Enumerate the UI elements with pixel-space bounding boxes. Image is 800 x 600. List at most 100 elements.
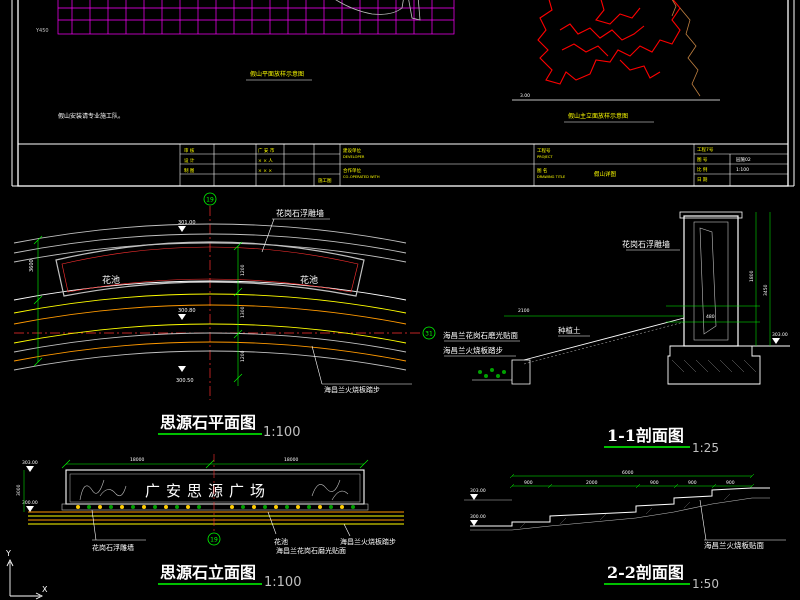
top-sheet: Y450 假山平面放样示意图 假山安装请专业施工队。 3.00 假山主立面放样示…: [11, 0, 795, 187]
svg-text:审 核: 审 核: [184, 147, 195, 154]
section-2-2: 6000 900 2000 900 900 900 303.00 300.00 …: [464, 470, 786, 591]
svg-text:工程7号: 工程7号: [697, 146, 714, 153]
section22-callout: 海昌兰火烧板贴面: [704, 540, 764, 550]
section11-callout-fill: 种植土: [558, 325, 581, 335]
plan-callout-steps: 海昌兰火烧板踏步: [324, 385, 380, 394]
section11-slope: [523, 317, 685, 361]
plan-title: 思源石平面图: [160, 413, 256, 432]
svg-text:施工图: 施工图: [318, 177, 332, 184]
plan-dim-mid-1: 1200: [240, 264, 246, 276]
svg-text:CO-OPERATED WITH: CO-OPERATED WITH: [343, 175, 380, 179]
plan-callout-wall: 花岗石浮雕墙: [276, 208, 324, 218]
plan-step-arcs: [13, 223, 407, 371]
section11-step-footing: [511, 359, 531, 385]
elevation-level-top: 303.00: [22, 460, 38, 472]
section22-level-low: 300.00: [470, 514, 486, 526]
section22-title: 2-2剖面图: [607, 563, 684, 582]
plan-dim-mid-2: 1300: [240, 306, 246, 318]
section22-scale: 1:50: [692, 577, 719, 591]
section11-callout-paving: 海昌兰花岗石磨光贴面: [443, 330, 518, 340]
svg-text:301.00: 301.00: [178, 220, 196, 226]
section11-dim-w1: 2100: [518, 308, 530, 314]
plan-axis-19-bubble: [203, 192, 217, 206]
elevation-dim-left: 18000: [130, 457, 144, 463]
plan-pool-left-label: 花池: [102, 274, 120, 286]
section22-hatch: [519, 493, 731, 529]
plan-dim-left: [33, 235, 43, 367]
section22-dim-3: 900: [650, 480, 659, 486]
plan-scale: 1:100: [263, 425, 300, 440]
elevation-relief-scribbles: [79, 479, 349, 501]
plan-view: 19 31 花池 花池 花岗石浮雕墙 海昌兰火烧板踏步: [13, 192, 436, 440]
section22-dim-2: 2000: [586, 480, 598, 486]
plan-pool-outer: [55, 241, 365, 297]
elevation-callout-paving: 海昌兰花岗石磨光贴面: [276, 546, 346, 555]
svg-text:DEVELOPER: DEVELOPER: [343, 155, 365, 159]
svg-text:园施02: 园施02: [736, 156, 751, 163]
plan-layout-grid: [57, 0, 455, 35]
plan-small-level: Y450: [35, 28, 49, 34]
svg-text:303.00: 303.00: [22, 460, 38, 466]
svg-text:日 期: 日 期: [697, 177, 708, 183]
svg-text:× × 人: × × 人: [258, 158, 273, 164]
elevation-title: 思源石立面图: [160, 563, 256, 582]
section11-scale: 1:25: [692, 441, 719, 455]
section22-dim-5: 900: [726, 480, 735, 486]
top-left-caption: 假山平面放样示意图: [250, 70, 304, 78]
plan-level-marker-3: 300.50: [176, 366, 194, 384]
plan-pool-right-label: 花池: [300, 274, 318, 286]
title-block-text: 审 核 设 计 制 图 广 安 市 × × 人 × × × 施工图 建设单位 D…: [184, 146, 751, 184]
rockery-plan-outline: [335, 0, 421, 21]
section-1-1: 2100 480 1800 3450 303.00 花岗石浮雕墙 海昌兰花岗石磨…: [443, 211, 790, 455]
svg-text:图 名: 图 名: [537, 167, 547, 174]
ucs-y-label: Y: [5, 549, 11, 558]
svg-text:1:100: 1:100: [736, 167, 749, 173]
svg-text:× × ×: × × ×: [258, 168, 272, 174]
rockery-elevation: [537, 0, 681, 85]
svg-text:合作单位: 合作单位: [343, 167, 361, 174]
svg-text:DRAWING TITLE: DRAWING TITLE: [537, 175, 566, 179]
svg-text:303.00: 303.00: [470, 488, 486, 494]
section11-callout-steps: 海昌兰火烧板踏步: [443, 345, 503, 355]
svg-text:建设单位: 建设单位: [343, 147, 361, 154]
svg-text:303.00: 303.00: [772, 332, 788, 338]
plan-pool-inner: [61, 246, 359, 293]
section11-dims: [504, 212, 771, 346]
plan-dim-mid-3: 1200: [240, 350, 246, 362]
section11-dim-h1: 3450: [763, 284, 769, 296]
svg-text:工程号: 工程号: [537, 147, 551, 154]
elevation-step-bands: [28, 511, 404, 525]
section22-dim-total: 6000: [622, 470, 634, 476]
section22-dims: [509, 473, 755, 489]
svg-text:假山详图: 假山详图: [594, 170, 617, 178]
elevation-dims: [61, 459, 369, 469]
svg-text:300.00: 300.00: [22, 500, 38, 506]
svg-text:300.00: 300.00: [470, 514, 486, 520]
section22-base: [470, 497, 770, 531]
section11-footing: [667, 345, 761, 385]
svg-text:制 图: 制 图: [184, 167, 195, 174]
ucs-icon: [6, 558, 44, 600]
elevation-inscription: 广安思源广场: [145, 482, 271, 500]
svg-text:设 计: 设 计: [184, 157, 195, 164]
svg-text:300.50: 300.50: [176, 378, 194, 384]
svg-text:广 安 市: 广 安 市: [258, 147, 275, 154]
sheet-frame: [17, 0, 789, 187]
plan-dim-left-value: 3600: [29, 259, 35, 272]
section11-callout-wall: 花岗石浮雕墙: [622, 239, 670, 249]
rockery-elevation-detail: [671, 0, 701, 97]
plan-axis-31-bubble: [422, 326, 436, 340]
section11-planting: [478, 368, 506, 378]
elevation-level-low: 300.00: [22, 500, 38, 512]
section11-dim-w2: 480: [706, 314, 715, 320]
section11-title: 1-1剖面图: [607, 426, 684, 445]
elevation-scale: 1:100: [264, 575, 301, 590]
section11-dim-h2: 1800: [749, 270, 755, 282]
section22-dim-4: 900: [688, 480, 697, 486]
rockery-level: 3.00: [520, 93, 530, 99]
elevation-dim-right: 18000: [284, 457, 298, 463]
section22-dim-1: 900: [524, 480, 533, 486]
section11-level-marker: 303.00: [772, 332, 788, 344]
top-right-caption: 假山主立面放样示意图: [568, 112, 628, 120]
